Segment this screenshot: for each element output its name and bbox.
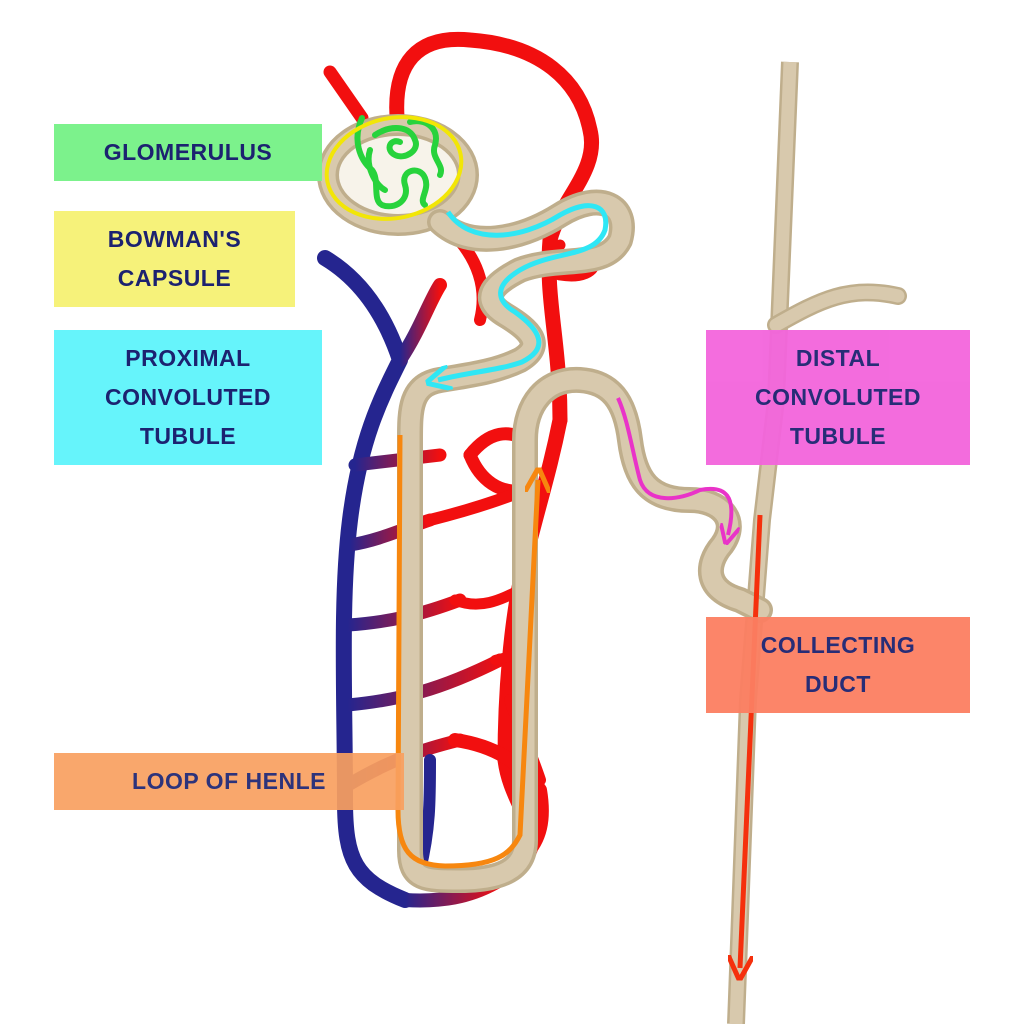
distal-tubule-label-text: DISTAL CONVOLUTED TUBULE	[755, 345, 921, 449]
proximal-tubule-label: PROXIMAL CONVOLUTED TUBULE	[54, 330, 322, 465]
distal-tubule-arrow	[616, 397, 731, 535]
loop-of-henle-arrow	[395, 434, 538, 869]
loop-of-henle-label: LOOP OF HENLE	[54, 753, 404, 810]
bowmans-capsule-label-text: BOWMAN'S CAPSULE	[107, 226, 242, 291]
collecting-duct-label: COLLECTING DUCT	[706, 617, 970, 713]
nephron-tubule	[317, 114, 773, 893]
distal-tubule-label: DISTAL CONVOLUTED TUBULE	[706, 330, 970, 465]
proximal-tubule-label-text: PROXIMAL CONVOLUTED TUBULE	[105, 345, 271, 449]
bowmans-capsule-outline	[324, 115, 464, 221]
glomerulus-label: GLOMERULUS	[54, 124, 322, 181]
glomerulus-shape	[354, 115, 444, 210]
loop-of-henle-label-text: LOOP OF HENLE	[132, 768, 326, 794]
proximal-tubule-arrow	[438, 203, 609, 380]
glomerulus-label-text: GLOMERULUS	[103, 139, 273, 165]
bowmans-capsule-label: BOWMAN'S CAPSULE	[54, 211, 295, 307]
collecting-duct-arrow	[740, 514, 763, 968]
collecting-duct-label-text: COLLECTING DUCT	[760, 632, 916, 697]
